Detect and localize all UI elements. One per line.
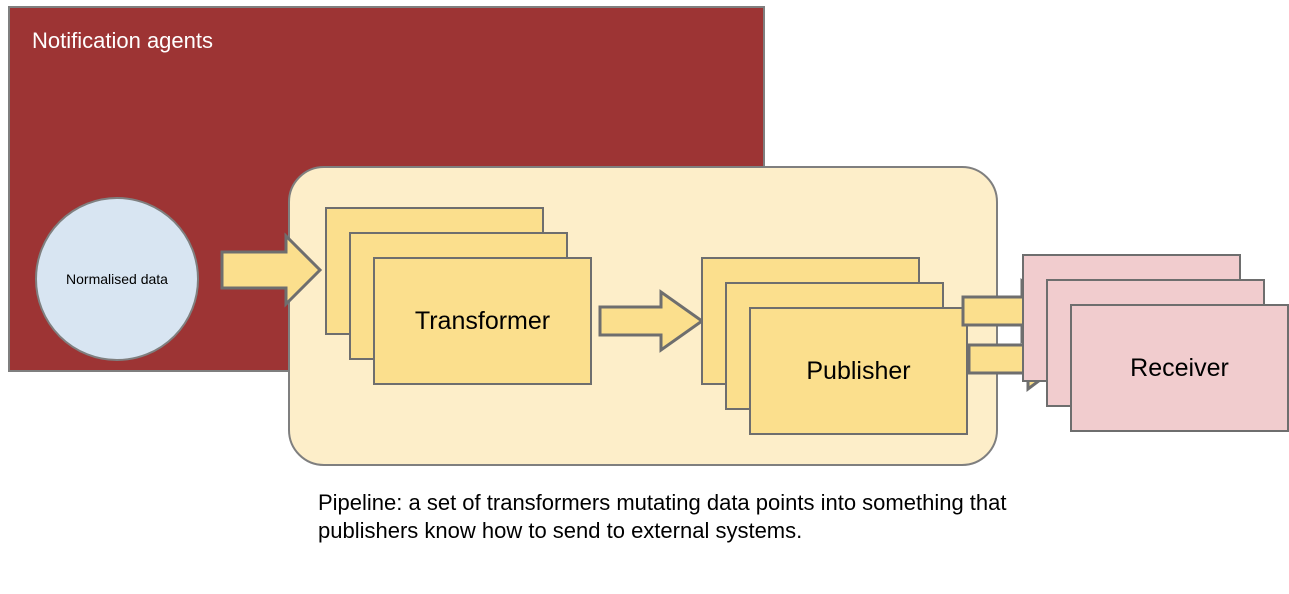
arrow-transformer-to-publisher-icon <box>598 289 705 353</box>
normalised-data-node: Normalised data <box>35 197 199 361</box>
publisher-stack: Publisher <box>701 257 971 435</box>
arrow-data-to-transformer-icon <box>220 232 323 308</box>
transformer-stack: Transformer <box>325 207 595 385</box>
transformer-label: Transformer <box>414 307 551 335</box>
pipeline-caption: Pipeline: a set of transformers mutating… <box>318 490 1007 543</box>
publisher-card-front: Publisher <box>749 307 968 435</box>
receiver-stack: Receiver <box>1022 254 1289 432</box>
normalised-data-label: Normalised data <box>66 271 168 287</box>
publisher-label: Publisher <box>806 357 911 385</box>
receiver-card-front: Receiver <box>1070 304 1289 432</box>
transformer-card-front: Transformer <box>373 257 592 385</box>
receiver-label: Receiver <box>1130 354 1229 382</box>
notification-agents-title: Notification agents <box>32 28 213 53</box>
